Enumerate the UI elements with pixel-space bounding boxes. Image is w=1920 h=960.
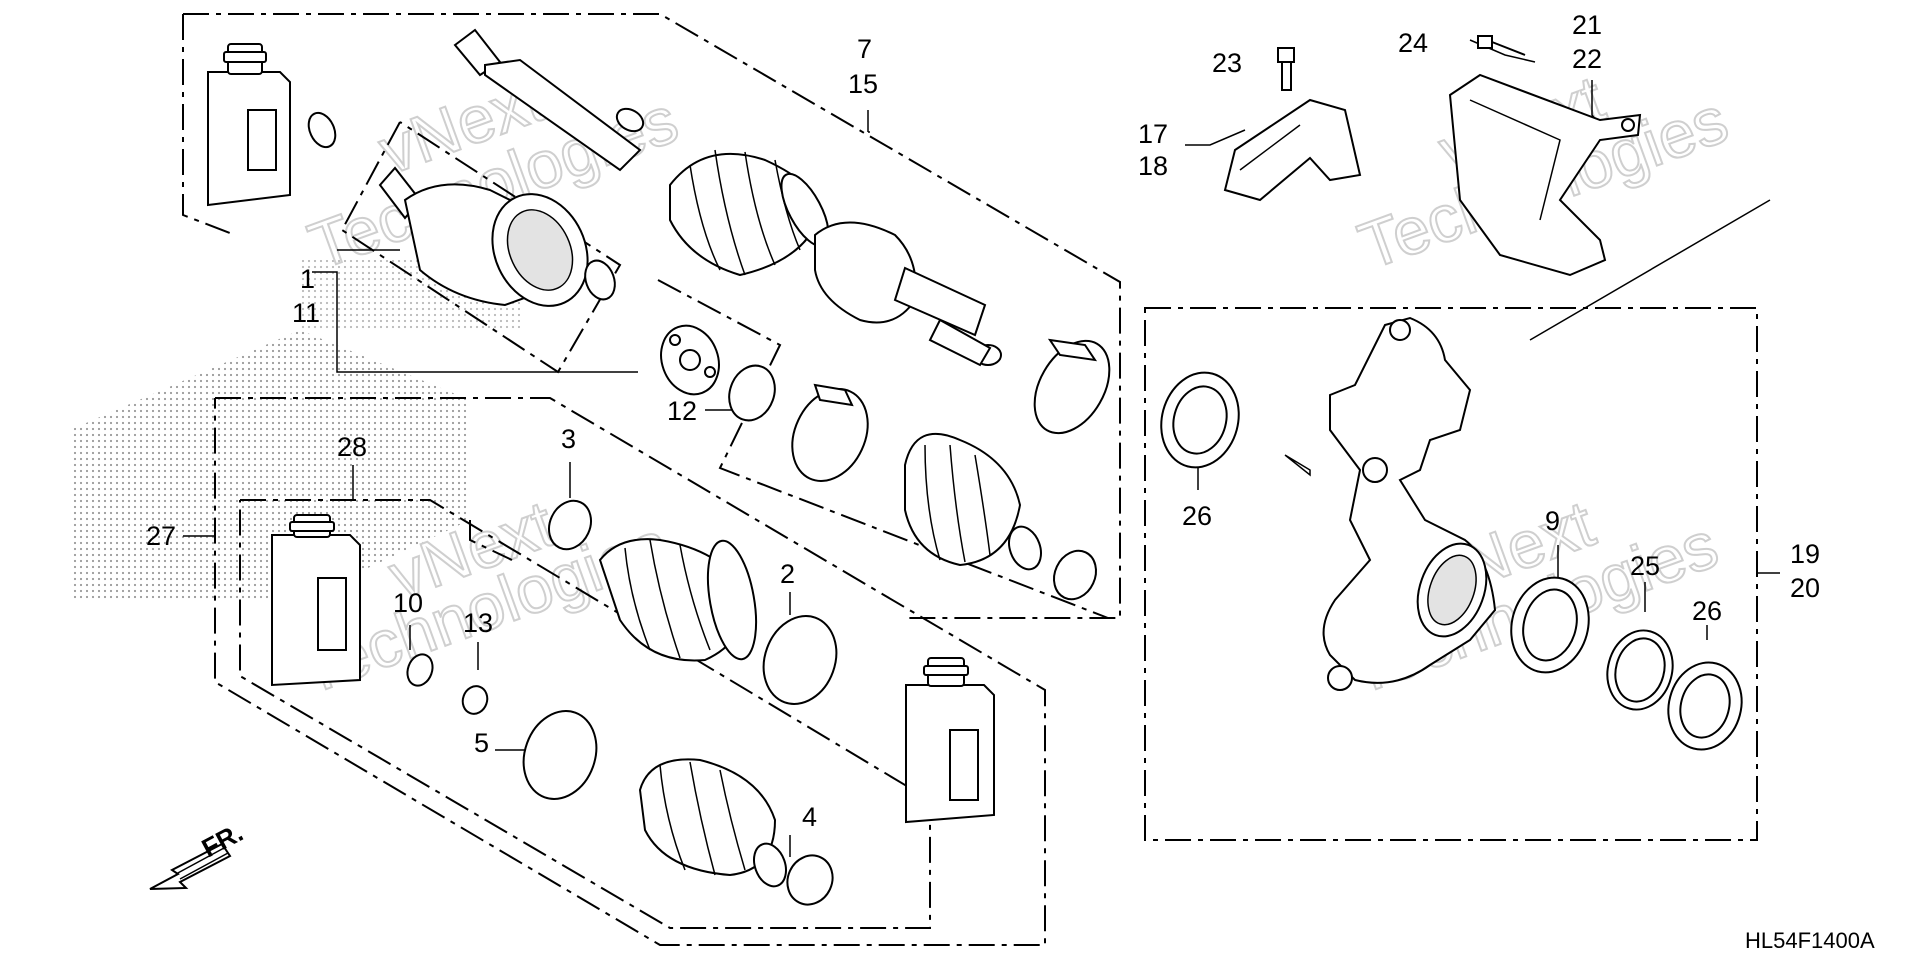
wheel-bearing-9 xyxy=(1510,576,1590,674)
callout-24: 24 xyxy=(1398,28,1428,58)
callout-12: 12 xyxy=(667,396,697,426)
callout-10: 10 xyxy=(393,588,423,618)
callout-7: 7 xyxy=(857,34,872,64)
callout-17: 17 xyxy=(1138,119,1168,149)
callout-5: 5 xyxy=(474,728,489,758)
inner-cv-joint xyxy=(307,111,720,396)
splash-guard xyxy=(1223,47,1362,202)
callout-21: 21 xyxy=(1572,10,1602,40)
callout-1: 1 xyxy=(300,264,315,294)
front-direction-marker: FR. xyxy=(149,817,248,890)
callout-28: 28 xyxy=(337,432,367,462)
callout-18: 18 xyxy=(1138,151,1168,181)
outer-boot-kit xyxy=(791,338,1111,601)
direction-arrow-icon xyxy=(149,842,232,890)
callout-25: 25 xyxy=(1630,551,1660,581)
driveshaft-assembly xyxy=(453,28,1002,367)
callout-9: 9 xyxy=(1545,506,1560,536)
hub-seal-26a xyxy=(1160,371,1240,469)
callout-27: 27 xyxy=(146,521,176,551)
knuckle-bracket xyxy=(1448,35,1642,277)
grease-bottle-icon xyxy=(905,657,995,824)
callout-2: 2 xyxy=(780,559,795,589)
grease-bottle-icon xyxy=(271,514,361,687)
hub-seal-26b xyxy=(1667,661,1743,751)
callout-20: 20 xyxy=(1790,573,1820,603)
steering-knuckle xyxy=(1322,316,1497,691)
callout-labels: 1 11 7 15 12 3 28 27 2 10 13 5 4 23 17 1… xyxy=(146,10,1820,832)
callout-15: 15 xyxy=(848,69,878,99)
callout-19: 19 xyxy=(1790,539,1820,569)
callout-3: 3 xyxy=(561,424,576,454)
callout-26a: 26 xyxy=(1182,501,1212,531)
snap-ring-25 xyxy=(1606,629,1674,711)
callout-13: 13 xyxy=(463,608,493,638)
callout-11: 11 xyxy=(292,298,320,328)
callout-23: 23 xyxy=(1212,48,1242,78)
callout-22: 22 xyxy=(1572,44,1602,74)
inner-boot-kit xyxy=(406,499,838,906)
circlip-12 xyxy=(728,364,776,422)
grease-bottle-icon xyxy=(207,43,291,207)
callout-4: 4 xyxy=(802,802,817,832)
callout-26b: 26 xyxy=(1692,596,1722,626)
diagram-code: HL54F1400A xyxy=(1745,928,1875,953)
